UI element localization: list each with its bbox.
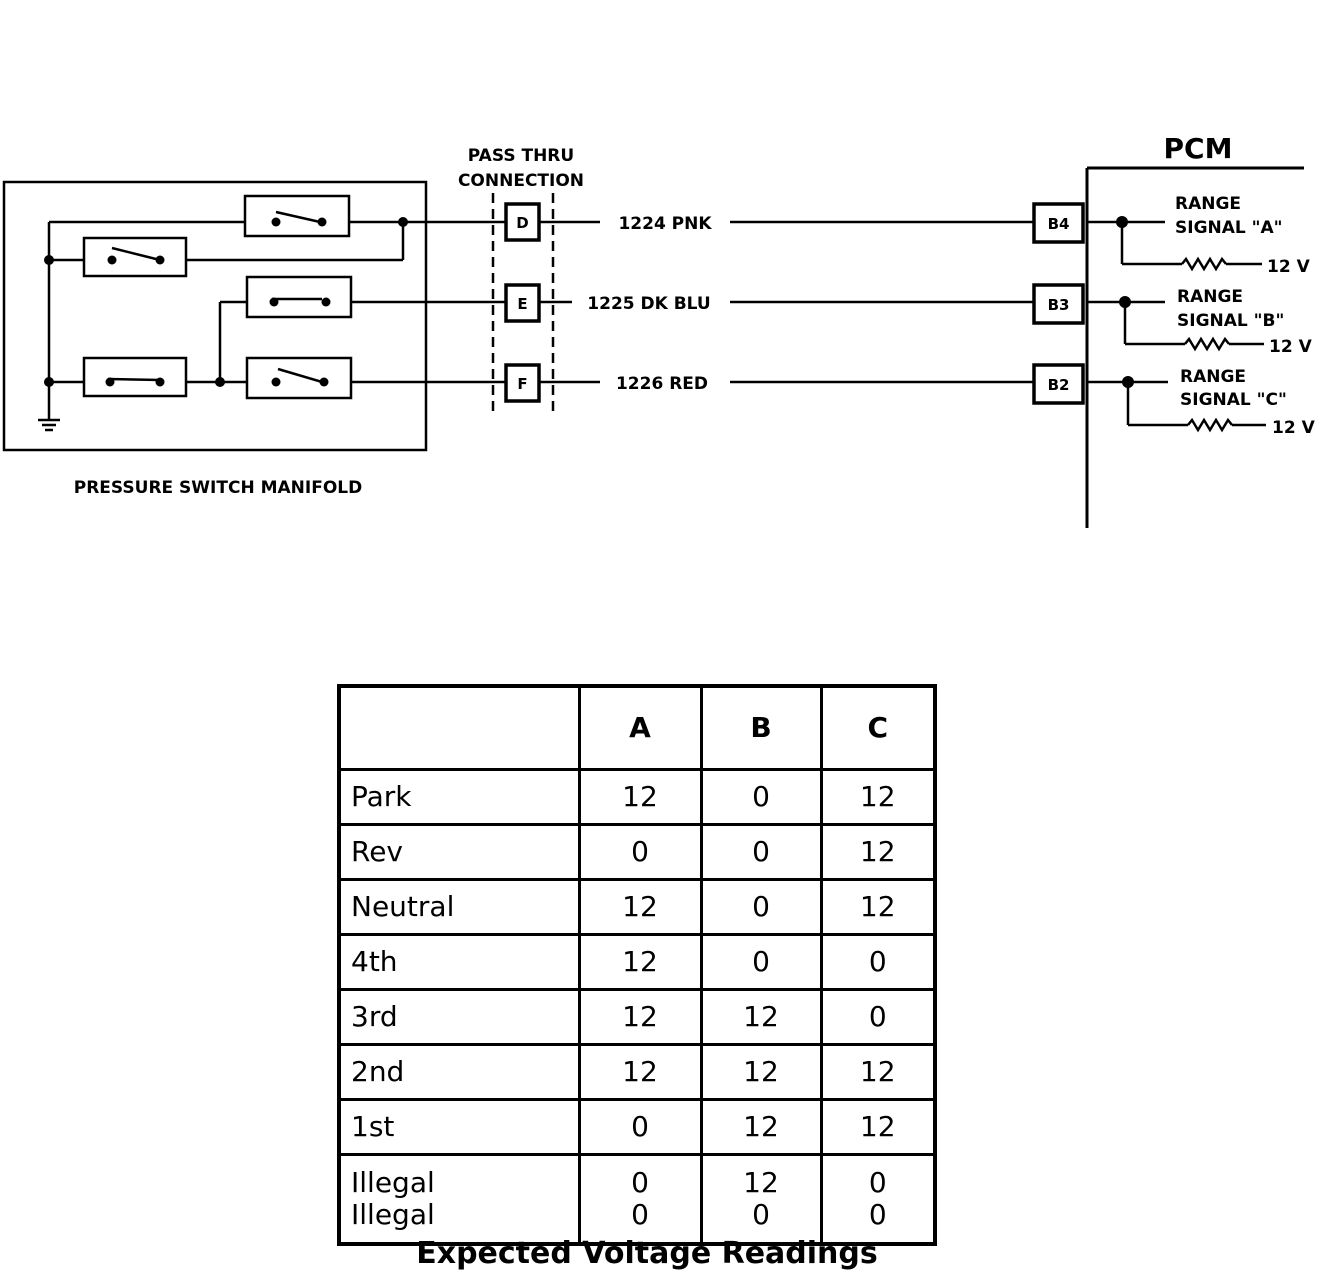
row-label: 4th <box>337 933 581 991</box>
pressure-switch-4 <box>82 356 188 398</box>
row-label: Rev <box>337 823 581 881</box>
row-label: Park <box>337 768 581 826</box>
pcm-pin-b3 <box>1032 283 1085 325</box>
pull-up-resistor-b <box>1184 336 1230 352</box>
row-label: 1st <box>337 1098 581 1156</box>
wire-label-dk-blu: 1225 DK BLU <box>587 294 710 314</box>
cell-c: 12 <box>819 1043 937 1101</box>
pcm-label: PCM <box>1164 132 1233 165</box>
pressure-switch-5 <box>245 356 353 400</box>
cell-c: 0 <box>819 988 937 1046</box>
connector-f-label: F <box>517 375 527 393</box>
range-signal-a-line1: RANGE <box>1175 194 1241 214</box>
cell-b: 12 <box>699 1043 823 1101</box>
cell-a: 12 <box>577 768 703 826</box>
voltage-c-label: 12 V <box>1272 418 1316 438</box>
row-label: Illegal Illegal <box>337 1153 581 1246</box>
wire-label-red: 1226 RED <box>616 374 708 394</box>
row-label: 2nd <box>337 1043 581 1101</box>
manifold-box <box>2 180 428 452</box>
row-label: 3rd <box>337 988 581 1046</box>
range-signal-b-line1: RANGE <box>1177 287 1243 307</box>
expected-voltage-table: A B C Park 12 0 12 Rev 0 0 12 Neutral 12… <box>337 684 937 1246</box>
cell-a: 12 <box>577 878 703 936</box>
pass-thru-label-line1: PASS THRU <box>468 146 574 166</box>
cell-b: 12 <box>699 1098 823 1156</box>
ground-icon <box>38 418 60 432</box>
illegal-1-b: 12 <box>743 1166 779 1199</box>
pressure-switch-2 <box>82 236 188 278</box>
pcm-pin-b4-label: B4 <box>1048 215 1070 233</box>
range-signal-b-line2: SIGNAL "B" <box>1177 311 1284 331</box>
table-row: 2nd 12 12 12 <box>337 1043 937 1101</box>
table-row: Neutral 12 0 12 <box>337 878 937 936</box>
table-row-illegal: Illegal Illegal 0 0 12 0 0 0 <box>337 1153 937 1246</box>
range-signal-a-line2: SIGNAL "A" <box>1175 218 1283 238</box>
table-row: 4th 12 0 0 <box>337 933 937 991</box>
row-label: Neutral <box>337 878 581 936</box>
illegal-2-a: 0 <box>631 1198 649 1231</box>
pull-up-resistor-c <box>1187 417 1233 433</box>
connector-d <box>504 202 541 242</box>
header-cell-b: B <box>699 684 823 771</box>
pass-thru-label-line2: CONNECTION <box>458 171 584 191</box>
manifold-label: PRESSURE SWITCH MANIFOLD <box>74 478 363 498</box>
cell-b: 0 <box>699 878 823 936</box>
illegal-label-2: Illegal <box>351 1198 435 1231</box>
cell-c: 12 <box>819 878 937 936</box>
table-header-row: A B C <box>337 684 937 771</box>
cell-b: 12 0 <box>699 1153 823 1246</box>
pressure-switch-1 <box>243 194 351 238</box>
header-cell-c: C <box>819 684 937 771</box>
connector-e <box>504 283 541 323</box>
cell-b: 0 <box>699 823 823 881</box>
table-caption: Expected Voltage Readings <box>416 1236 878 1271</box>
cell-a: 0 0 <box>577 1153 703 1246</box>
connector-f <box>504 363 541 403</box>
table-row: Park 12 0 12 <box>337 768 937 826</box>
cell-b: 0 <box>699 768 823 826</box>
pull-up-resistor-a <box>1181 256 1227 272</box>
table-row: 3rd 12 12 0 <box>337 988 937 1046</box>
cell-c: 0 0 <box>819 1153 937 1246</box>
illegal-2-c: 0 <box>868 1198 887 1231</box>
illegal-2-b: 0 <box>752 1198 770 1231</box>
pcm-pin-b4 <box>1032 202 1085 244</box>
cell-c: 12 <box>819 768 937 826</box>
pressure-switch-3 <box>245 275 353 319</box>
table-row: Rev 0 0 12 <box>337 823 937 881</box>
cell-a: 12 <box>577 933 703 991</box>
cell-b: 0 <box>699 933 823 991</box>
cell-c: 0 <box>819 933 937 991</box>
cell-c: 12 <box>819 823 937 881</box>
connector-d-label: D <box>516 214 528 232</box>
illegal-1-a: 0 <box>631 1166 649 1199</box>
header-cell-a: A <box>577 684 703 771</box>
cell-a: 0 <box>577 823 703 881</box>
table-row: 1st 0 12 12 <box>337 1098 937 1156</box>
wiring-diagram: PASS THRU CONNECTION PCM PRESSURE SWITCH… <box>2 132 1316 528</box>
header-cell-blank <box>337 684 581 771</box>
connector-e-label: E <box>517 295 527 313</box>
cell-a: 12 <box>577 1043 703 1101</box>
cell-a: 0 <box>577 1098 703 1156</box>
cell-b: 12 <box>699 988 823 1046</box>
range-signal-c-line2: SIGNAL "C" <box>1180 390 1287 410</box>
pcm-pin-b2 <box>1032 363 1085 405</box>
wire-label-pnk: 1224 PNK <box>618 214 712 234</box>
illegal-1-c: 0 <box>868 1166 887 1199</box>
range-signal-c-line1: RANGE <box>1180 367 1246 387</box>
pcm-pin-b2-label: B2 <box>1048 376 1070 394</box>
voltage-a-label: 12 V <box>1267 257 1311 277</box>
cell-a: 12 <box>577 988 703 1046</box>
pcm-pin-b3-label: B3 <box>1048 296 1070 314</box>
cell-c: 12 <box>819 1098 937 1156</box>
illegal-label-1: Illegal <box>351 1166 435 1199</box>
voltage-b-label: 12 V <box>1269 337 1313 357</box>
